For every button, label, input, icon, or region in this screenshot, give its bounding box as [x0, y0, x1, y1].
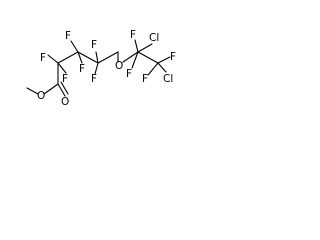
atom-f-c6-down: F: [142, 73, 148, 85]
atom-f-c5-down: F: [126, 68, 132, 80]
atom-f-c5-up: F: [130, 29, 136, 41]
atom-f-c2-down: F: [62, 73, 68, 85]
bond-c4-f-up: [95, 51, 99, 64]
bond-c2-c3: [57, 51, 79, 64]
atom-labels: F F F F F F O O O F F Cl F F Cl: [37, 29, 176, 108]
bond-c2-f-down: [57, 62, 67, 74]
bond-carbonyl-double-a: [57, 83, 66, 97]
atom-f-c6-right: F: [170, 51, 176, 63]
atom-o-carbonyl: O: [61, 96, 69, 108]
bonds: [26, 39, 171, 97]
atom-f-c2-up: F: [40, 52, 46, 64]
bond-c6-c7: [137, 51, 159, 64]
atom-f-c4-up: F: [91, 39, 97, 51]
bond-c3-f-up: [70, 40, 79, 53]
bond-c6-f-up: [134, 39, 139, 53]
bond-c4-f-down: [94, 62, 99, 75]
bond-ether-o-c6: [122, 51, 139, 63]
bond-methyl-o: [26, 87, 39, 95]
bond-carbonyl-double-b: [60, 81, 69, 95]
bond-c3-f-down: [77, 51, 83, 64]
bond-c6-cl: [137, 43, 153, 53]
atom-cl-c5: Cl: [149, 32, 159, 44]
atom-f-c4-down: F: [91, 73, 97, 85]
bond-c4-c5: [97, 51, 119, 64]
bond-o-carbonyl-carbon: [43, 83, 59, 95]
atom-o-ether: O: [115, 60, 123, 72]
atom-o-ester-link: O: [37, 90, 45, 102]
bond-c6-f-down: [131, 51, 139, 69]
bond-c7-f-down: [147, 62, 159, 76]
structural-formula: F F F F F F O O O F F Cl F F Cl: [26, 29, 176, 108]
bond-c2-f-up: [47, 54, 59, 64]
bond-c7-cl: [157, 62, 167, 73]
bond-c3-c4: [77, 51, 99, 64]
bond-c7-f-right: [157, 56, 171, 64]
atom-f-c3-down: F: [79, 63, 85, 75]
atom-f-c3-up: F: [65, 30, 71, 42]
atom-cl-c6: Cl: [163, 73, 173, 85]
